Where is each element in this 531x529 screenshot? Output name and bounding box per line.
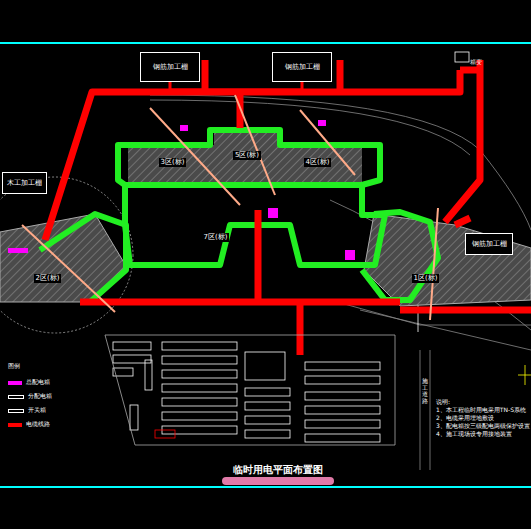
node-text: 7区(标) bbox=[202, 233, 230, 241]
node-text: 1区(标) bbox=[412, 274, 440, 282]
legend-swatch bbox=[8, 381, 22, 385]
legend-text: 开关箱 bbox=[28, 406, 46, 415]
shed-box: 木工加工棚 bbox=[2, 172, 47, 194]
node-text: 钢筋加工棚 bbox=[472, 240, 507, 248]
legend-row: 电缆线路 bbox=[8, 420, 50, 429]
legend-swatch bbox=[8, 409, 24, 413]
note-text: 2、电缆采用埋地敷设 bbox=[436, 414, 494, 421]
legend-swatch bbox=[8, 395, 24, 399]
node-text: 5区(标) bbox=[233, 151, 261, 159]
shed-box: 钢筋加工棚 bbox=[140, 52, 200, 82]
legend-text: 电缆线路 bbox=[26, 420, 50, 429]
node-text: 3区(标) bbox=[159, 158, 187, 166]
legend-row: 分配电箱 bbox=[8, 392, 52, 401]
cable-connector bbox=[170, 82, 302, 90]
node-text: 钢筋加工棚 bbox=[285, 63, 320, 71]
node-text: 钢筋加工棚 bbox=[153, 63, 188, 71]
note-text: 4、施工现场设专用接地装置 bbox=[436, 430, 512, 437]
zone-label: 5区(标) bbox=[222, 148, 272, 163]
legend-swatch bbox=[8, 423, 22, 427]
zone-label: 3区(标) bbox=[150, 155, 195, 170]
zone-label: 2区(标) bbox=[25, 271, 70, 286]
note-text: 3、配电箱按三级配电两级保护设置 bbox=[436, 422, 530, 429]
zone-label: 7区(标) bbox=[193, 230, 238, 245]
legend-text: 总配电箱 bbox=[26, 378, 50, 387]
note-text: 图例 bbox=[8, 362, 20, 369]
zone-label: 1区(标) bbox=[403, 271, 448, 286]
shed-box: 钢筋加工棚 bbox=[272, 52, 332, 82]
legend-row: 总配电箱 bbox=[8, 378, 50, 387]
node-text: 2区(标) bbox=[34, 274, 62, 282]
node-text: 木工加工棚 bbox=[7, 179, 42, 187]
drawing-title: 临时用电平面布置图 bbox=[233, 464, 323, 476]
shed-box: 钢筋加工棚 bbox=[465, 233, 513, 255]
node-text: 4区(标) bbox=[304, 158, 332, 166]
legend-row: 开关箱 bbox=[8, 406, 46, 415]
note-text: 箱变 bbox=[470, 58, 482, 65]
note-text: 1、本工程临时用电采用TN-S系统 bbox=[436, 406, 526, 413]
legend-text: 分配电箱 bbox=[28, 392, 52, 401]
road-label: 施工道路 bbox=[422, 378, 428, 404]
zone-label: 4区(标) bbox=[295, 155, 340, 170]
note-text: 说明: bbox=[436, 398, 450, 405]
